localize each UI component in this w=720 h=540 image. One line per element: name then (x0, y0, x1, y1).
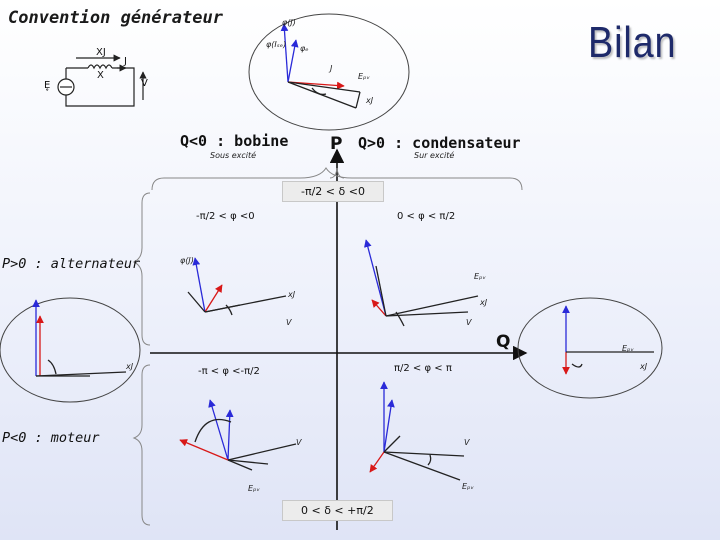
top-xj-label: xJ (366, 96, 374, 105)
left-xj-label: xJ (126, 362, 134, 371)
q2-xj-label: xJ (288, 290, 296, 299)
phi-range-q3: -π < φ <-π/2 (198, 366, 260, 377)
q1-e-label: Eₚᵥ (474, 272, 486, 281)
right-xj-label: xJ (640, 362, 648, 371)
right-e-label: Eₚᵥ (622, 344, 634, 353)
q3-e-label: Eₚᵥ (248, 484, 260, 493)
q-positive-label: Q>0 : condensateur (358, 134, 521, 152)
q2-flux-label: φ(J) (180, 256, 194, 265)
circuit-reactance-label: XJ (96, 47, 106, 58)
phasor-quadrant-bottom-right (369, 381, 465, 481)
slide-title: Convention générateur (8, 8, 223, 28)
phasor-quadrant-bottom-left (179, 399, 297, 471)
q1-v-label: V (466, 318, 472, 327)
phi-range-q4: π/2 < φ < π (394, 363, 452, 374)
p-axis-label: P (330, 134, 343, 154)
q3-v-label: V (296, 438, 302, 447)
p-positive-label: P>0 : alternateur (2, 256, 141, 272)
right-phasors (562, 305, 654, 375)
top-flux-total-label: φ(Iₛₑ) (266, 40, 287, 49)
top-phasor-ellipse (248, 13, 410, 131)
phasor-quadrant-top-right (364, 239, 479, 327)
circuit-schematic (57, 54, 147, 107)
q4-e-label: Eₚᵥ (462, 482, 474, 491)
braces (132, 167, 523, 526)
circuit-source-label: E̥ (44, 80, 51, 91)
q-positive-sublabel: Sur excité (414, 151, 455, 160)
top-flux-e-label: φₑ (300, 44, 309, 53)
left-phasors (32, 299, 127, 377)
slide-heading: Bilan (588, 18, 677, 67)
top-e-label: Eₚᵥ (358, 72, 370, 81)
circuit-x-label: X (97, 70, 104, 81)
delta-bottom-range: 0 < δ < +π/2 (282, 500, 393, 521)
q2-v-label: V (286, 318, 292, 327)
circuit-voltage-label: V (141, 78, 148, 89)
p-negative-label: P<0 : moteur (2, 430, 100, 446)
q-negative-sublabel: Sous excité (210, 151, 257, 160)
phi-range-q1: -π/2 < φ <0 (196, 211, 255, 222)
top-phasors (280, 23, 361, 109)
q1-xj-label: xJ (480, 298, 488, 307)
top-j-label: J (330, 64, 333, 73)
q-axis-label: Q (496, 332, 511, 352)
right-phasor-ellipse (517, 297, 663, 399)
delta-top-range: -π/2 < δ <0 (282, 181, 384, 202)
phasor-quadrant-top-left (187, 257, 287, 316)
q4-v-label: V (464, 438, 470, 447)
circuit-current-label: J (124, 56, 127, 67)
top-flux-label: φ(J) (282, 18, 296, 27)
q-negative-label: Q<0 : bobine (180, 132, 289, 150)
phi-range-q2: 0 < φ < π/2 (397, 211, 456, 222)
left-phasor-ellipse (0, 297, 141, 403)
